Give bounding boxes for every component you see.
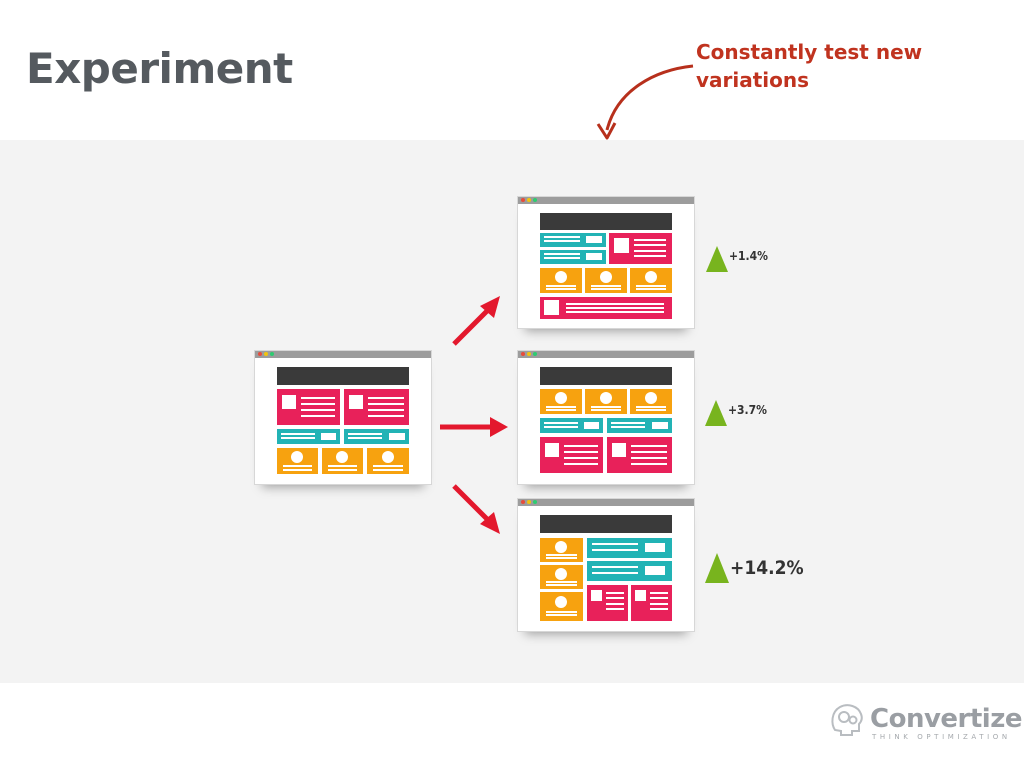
brain-gear-icon [828,700,866,738]
browser-bar [518,351,694,358]
up-triangle-icon [705,400,727,426]
feature-strip [540,297,672,319]
feature-block [631,585,672,621]
header-block [277,367,409,385]
annotation-curved-arrow [595,60,705,142]
arrow-up-right-icon [450,290,510,350]
up-triangle-icon [705,553,729,583]
card-block [277,448,318,474]
browser-bar [518,197,694,204]
header-block [540,367,672,385]
header-block [540,515,672,533]
arrow-down-right-icon [450,480,510,540]
feature-block [540,437,603,473]
card-block [540,565,583,589]
content-strip [277,429,340,444]
feature-block [277,389,340,425]
result-value: +14.2% [730,557,804,579]
card-block [540,538,583,562]
card-block [630,268,672,293]
card-block [585,268,627,293]
up-triangle-icon [706,246,728,272]
content-strip [540,233,606,247]
variation-c-mockup [517,498,695,632]
feature-block [607,437,672,473]
card-block [367,448,409,474]
browser-bar [255,351,431,358]
variation-a-mockup [517,196,695,329]
result-value: +1.4% [729,249,768,263]
variation-b-mockup [517,350,695,485]
content-strip [607,418,672,433]
card-block [540,389,582,414]
header-block [540,213,672,230]
card-block [540,268,582,293]
card-block [322,448,363,474]
feature-block [609,233,672,264]
content-strip [540,250,606,264]
result-badge-b: +3.7% [705,400,767,426]
feature-block [344,389,409,425]
logo-wordmark: Convertize [870,704,1022,734]
result-value: +3.7% [728,403,767,417]
arrow-right-icon [440,415,510,439]
card-block [630,389,672,414]
feature-block [587,585,628,621]
slide-title: Experiment [26,44,293,93]
content-strip [587,561,672,581]
card-block [585,389,627,414]
content-strip [344,429,409,444]
diagram-stage: +1.4% +3.7% +14.2% [0,140,1024,683]
result-badge-c: +14.2% [705,553,804,583]
logo-tagline: THINK OPTIMIZATION [872,733,1011,741]
original-page-mockup [254,350,432,485]
result-badge-a: +1.4% [706,246,768,272]
card-block [540,592,583,621]
annotation-text: Constantly test new variations [696,38,956,94]
content-strip [587,538,672,558]
browser-bar [518,499,694,506]
convertize-logo: Convertize THINK OPTIMIZATION [828,700,1022,738]
content-strip [540,418,603,433]
